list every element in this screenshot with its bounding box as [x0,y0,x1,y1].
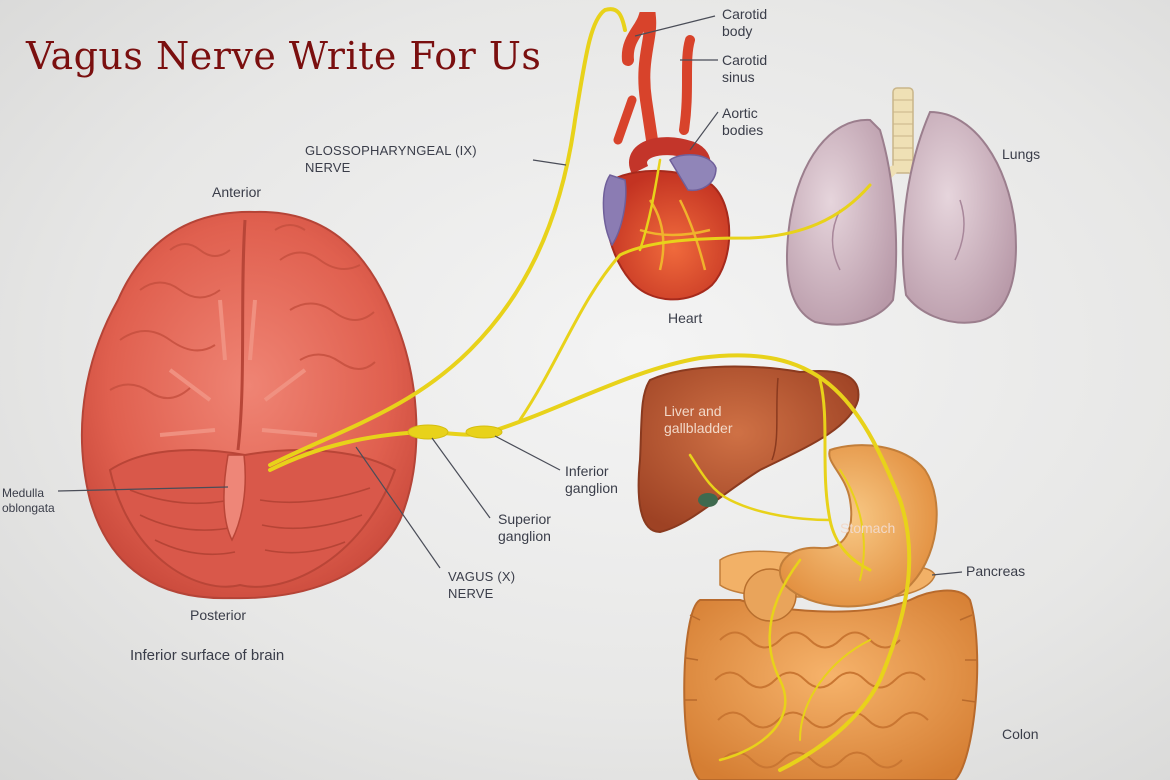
label-medulla-oblongata: Medulla oblongata [2,486,55,515]
label-lungs: Lungs [1002,146,1041,162]
label-glossopharyngeal-nerve: GLOSSOPHARYNGEAL (IX) NERVE [305,143,477,175]
nerve-pathways [268,7,912,772]
lungs [786,87,1017,326]
stomach [779,444,938,608]
label-posterior: Posterior [190,607,247,623]
colon [683,589,979,780]
brain-inferior-surface [80,210,418,600]
leader-lines [57,15,963,576]
label-aortic-bodies: Aortic bodies [722,105,764,138]
label-carotid-body: Carotid body [722,6,768,39]
label-inferior-ganglion: Inferior ganglion [565,463,618,496]
page-title: Vagus Nerve Write For Us [26,34,542,78]
label-carotid-sinus: Carotid sinus [722,52,768,85]
caption-inferior-surface: Inferior surface of brain [130,647,285,664]
label-colon: Colon [1002,726,1039,742]
label-liver-gallbladder: Liver and gallbladder [664,403,733,436]
label-stomach: Stomach [840,520,896,536]
label-anterior: Anterior [212,184,262,200]
label-heart: Heart [668,310,703,326]
label-superior-ganglion: Superior ganglion [498,511,551,544]
liver-and-gallbladder [637,365,860,534]
label-pancreas: Pancreas [966,563,1026,579]
label-vagus-nerve: VAGUS (X) NERVE [448,569,516,601]
heart [602,12,731,301]
